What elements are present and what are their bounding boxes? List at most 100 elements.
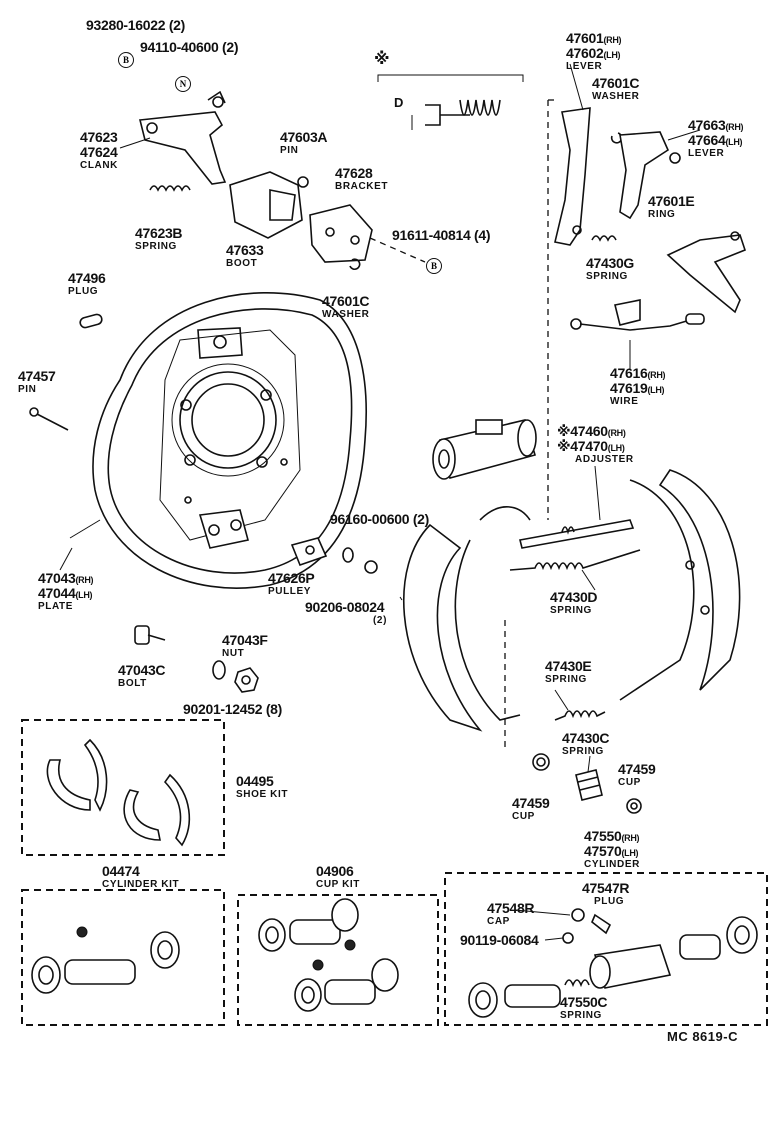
rh-suffix: (RH): [647, 370, 666, 380]
clank-47623: [139, 90, 227, 185]
part-name: WIRE: [610, 396, 639, 407]
part-name: SPRING: [545, 674, 587, 685]
part-number: ※47460: [557, 423, 608, 439]
label-90206: 90206-08024 (2): [305, 600, 387, 626]
part-number: 04474: [102, 863, 140, 879]
part-number: 91611-40814 (4): [392, 227, 491, 243]
part-number-2: 47619: [610, 380, 648, 396]
part-number: 93280-16022 (2): [86, 17, 186, 33]
label-47460: ※47460(RH) ※47470(LH) ADJUSTER: [557, 424, 634, 465]
boot-47633: [229, 171, 309, 239]
label-47623b: 47623B SPRING: [135, 226, 183, 252]
label-47496: 47496 PLUG: [68, 270, 106, 297]
part-name: PIN: [18, 384, 37, 395]
label-47616: 47616(RH) 47619(LH) WIRE: [610, 365, 666, 407]
part-name: PULLEY: [268, 586, 312, 597]
label-47663: 47663(RH) 47664(LH) LEVER: [688, 117, 744, 159]
part-number: 90119-06084: [460, 932, 539, 948]
backing-plate: [92, 291, 367, 589]
lh-suffix: (LH): [607, 443, 625, 453]
rh-suffix: (RH): [725, 122, 744, 132]
cylinder-kit-box: [21, 889, 225, 1026]
label-47459-right: 47459 CUP: [618, 762, 656, 788]
adjuster-47460: [519, 519, 635, 549]
label-96160: 96160-00600 (2): [330, 512, 429, 526]
rh-suffix: (RH): [603, 35, 622, 45]
label-47548r: 47548R CAP: [487, 900, 535, 927]
part-number: 47547R: [582, 880, 630, 896]
part-number: 47457: [18, 368, 56, 384]
part-number: 47430C: [562, 730, 610, 746]
part-name: SPRING: [550, 605, 592, 616]
part-number: 47628: [335, 165, 373, 181]
lh-suffix: (LH): [75, 590, 93, 600]
bolt-marker-b-bracket: B: [426, 258, 442, 274]
wire-47616: [570, 299, 705, 331]
part-number: 47633: [226, 242, 264, 258]
part-name: RING: [648, 209, 676, 220]
part-number: 47550C: [560, 994, 608, 1010]
part-number: 47550: [584, 828, 622, 844]
quantity: (2): [373, 615, 388, 626]
part-name: PLUG: [68, 286, 99, 297]
part-name: NUT: [222, 648, 245, 659]
lever-47601: [554, 107, 591, 246]
bolt-marker-b-top: B: [118, 52, 134, 68]
plug-47496: [79, 313, 103, 329]
label-47459-left: 47459 CUP: [512, 796, 550, 822]
part-name: LEVER: [688, 148, 725, 159]
nut-96160: [364, 560, 378, 574]
part-name: CYLINDER: [584, 859, 640, 870]
part-number: 47663: [688, 117, 726, 133]
lever-plate-right: [666, 231, 746, 314]
wheel-cylinder: [432, 419, 537, 480]
label-47603a: 47603A PIN: [280, 129, 328, 156]
part-name: WASHER: [322, 309, 370, 320]
part-name: CLANK: [80, 160, 118, 171]
spring-47430e: [554, 710, 606, 721]
part-number: 47043: [38, 570, 76, 586]
diagram-code: MC 8619-C: [667, 1029, 738, 1044]
label-47547r: 47547R PLUG: [582, 880, 630, 907]
nut-47043f: [234, 667, 259, 693]
label-47430d: 47430D SPRING: [550, 589, 598, 616]
label-47043: 47043(RH) 47044(LH) PLATE: [38, 570, 94, 612]
part-number: 47601: [566, 30, 604, 46]
cylinder-kit-parts: [31, 926, 180, 994]
part-name: SPRING: [560, 1010, 602, 1021]
spring-47623b: [149, 185, 191, 192]
label-47457: 47457 PIN: [18, 368, 56, 395]
part-number-2: 47570: [584, 843, 622, 859]
part-name: LEVER: [566, 61, 603, 72]
cup-kit-parts: [258, 898, 399, 1012]
part-name: CUP: [512, 811, 535, 822]
label-47601: 47601(RH) 47602(LH) LEVER: [566, 30, 622, 72]
part-name: CAP: [487, 916, 510, 927]
label-47628: 47628 BRACKET: [335, 166, 388, 192]
cup-47459-right: [626, 798, 642, 814]
part-number-2: 47044: [38, 585, 76, 601]
part-number: 47496: [68, 270, 106, 286]
nut-marker-n: N: [175, 76, 191, 92]
part-number: 47430D: [550, 589, 598, 605]
label-47043f: 47043F NUT: [222, 633, 268, 659]
dimension-d-label: D: [394, 95, 404, 110]
bolt-47043c: [134, 625, 166, 645]
bracket-47628: [309, 204, 373, 263]
part-number: 47548R: [487, 900, 535, 916]
spring-47430d: [509, 549, 641, 571]
part-number: 90201-12452 (8): [183, 701, 283, 717]
washer-47601c-left: [349, 258, 361, 270]
label-90119: 90119-06084: [460, 932, 539, 948]
part-number: 47601E: [648, 193, 695, 209]
part-number: 47626P: [268, 570, 315, 586]
part-number: 04495: [236, 773, 274, 789]
washer-90206: [342, 547, 354, 563]
lh-suffix: (LH): [647, 385, 665, 395]
part-number: 04906: [316, 863, 354, 879]
part-number: 47603A: [280, 129, 328, 145]
part-number: 47616: [610, 365, 648, 381]
rh-suffix: (RH): [607, 428, 626, 438]
label-47430c: 47430C SPRING: [562, 730, 610, 757]
